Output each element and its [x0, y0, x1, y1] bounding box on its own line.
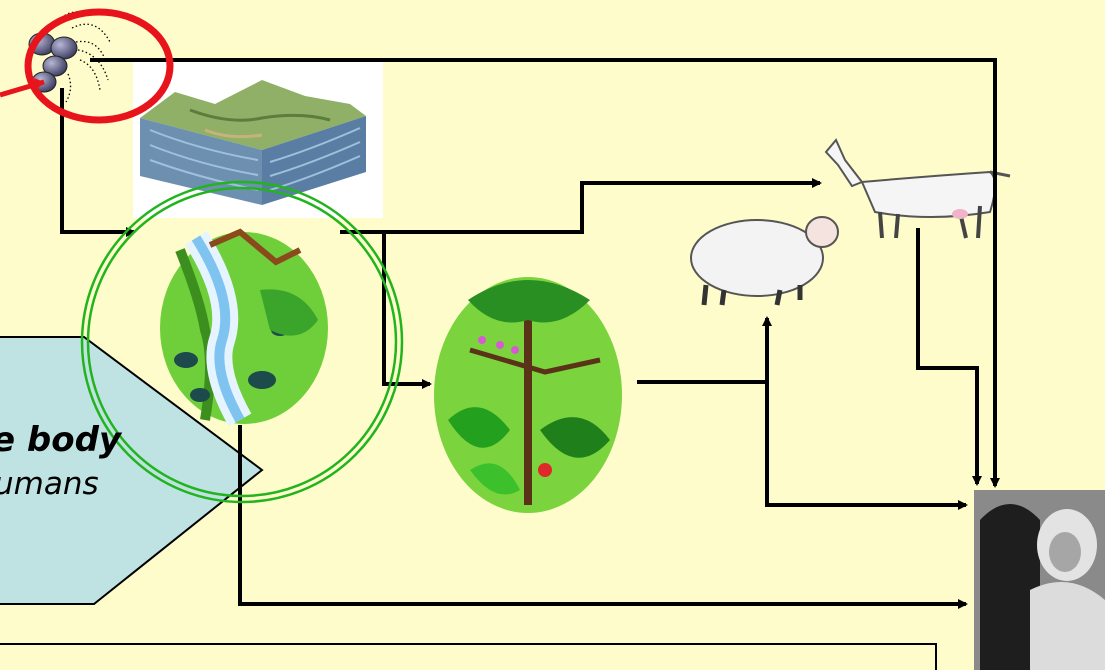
stream-icon [160, 228, 328, 427]
goat-icon [824, 138, 1011, 239]
sheep-icon [690, 216, 839, 306]
arrow-stream-to-humans [238, 425, 968, 609]
bottom-text-box [0, 643, 937, 670]
flow-arrows [60, 58, 1000, 609]
arrow-goat-to-humans [916, 228, 982, 486]
arrow-forest-to-sheep-humans [637, 316, 772, 384]
arrow-rocks-to-humans-top [90, 58, 1000, 488]
arrow-stream-to-goat [340, 178, 822, 234]
forest-icon [434, 277, 622, 513]
red-highlight-circle [0, 8, 174, 124]
callout-line-2: umans [0, 466, 99, 502]
arrow-stream-to-forest [382, 232, 432, 389]
mother-and-child-photo [974, 490, 1105, 670]
radioactive-rock-cluster-icon [28, 11, 111, 103]
arrow-rocks-to-stream [60, 88, 136, 237]
arrow-forest-to-humans [765, 382, 968, 510]
callout-line-1: e body [0, 420, 122, 460]
terrain-block-icon [133, 62, 383, 218]
callout-shape [0, 336, 264, 605]
green-highlight-circle [80, 180, 404, 504]
